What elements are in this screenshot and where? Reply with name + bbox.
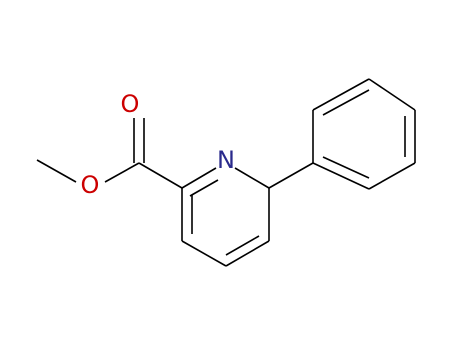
methyl-ester-group <box>36 118 183 189</box>
bond-c6-phenyl <box>268 162 314 189</box>
phenyl-ring <box>268 78 416 190</box>
bond-ph6-ph1-double <box>322 156 370 179</box>
bond-c2-carbonyl <box>138 162 183 189</box>
bond-ph2-ph3 <box>312 78 370 111</box>
bond-n-c6 <box>234 167 270 189</box>
bond-ph5-ph6 <box>368 162 416 190</box>
bond-ph6-ph1 <box>312 162 370 190</box>
carbonyl-oxygen-atom-label: O <box>121 90 140 118</box>
bond-c2-n-double <box>189 179 219 197</box>
bond-ph2-ph3-double <box>322 89 370 116</box>
bond-c5-c4 <box>225 240 270 267</box>
nitrogen-atom-label: N <box>217 146 235 174</box>
pyridine-ring <box>181 167 270 267</box>
bond-carbonyl-ester-o <box>104 162 140 183</box>
bond-c5-c4-double <box>225 235 260 256</box>
bond-c4-c3 <box>181 240 227 267</box>
bond-ester-o-methyl <box>36 159 77 183</box>
bond-ph3-ph4 <box>368 78 416 111</box>
bond-c2-n <box>181 167 217 189</box>
ester-oxygen-atom-label: O <box>81 171 100 199</box>
